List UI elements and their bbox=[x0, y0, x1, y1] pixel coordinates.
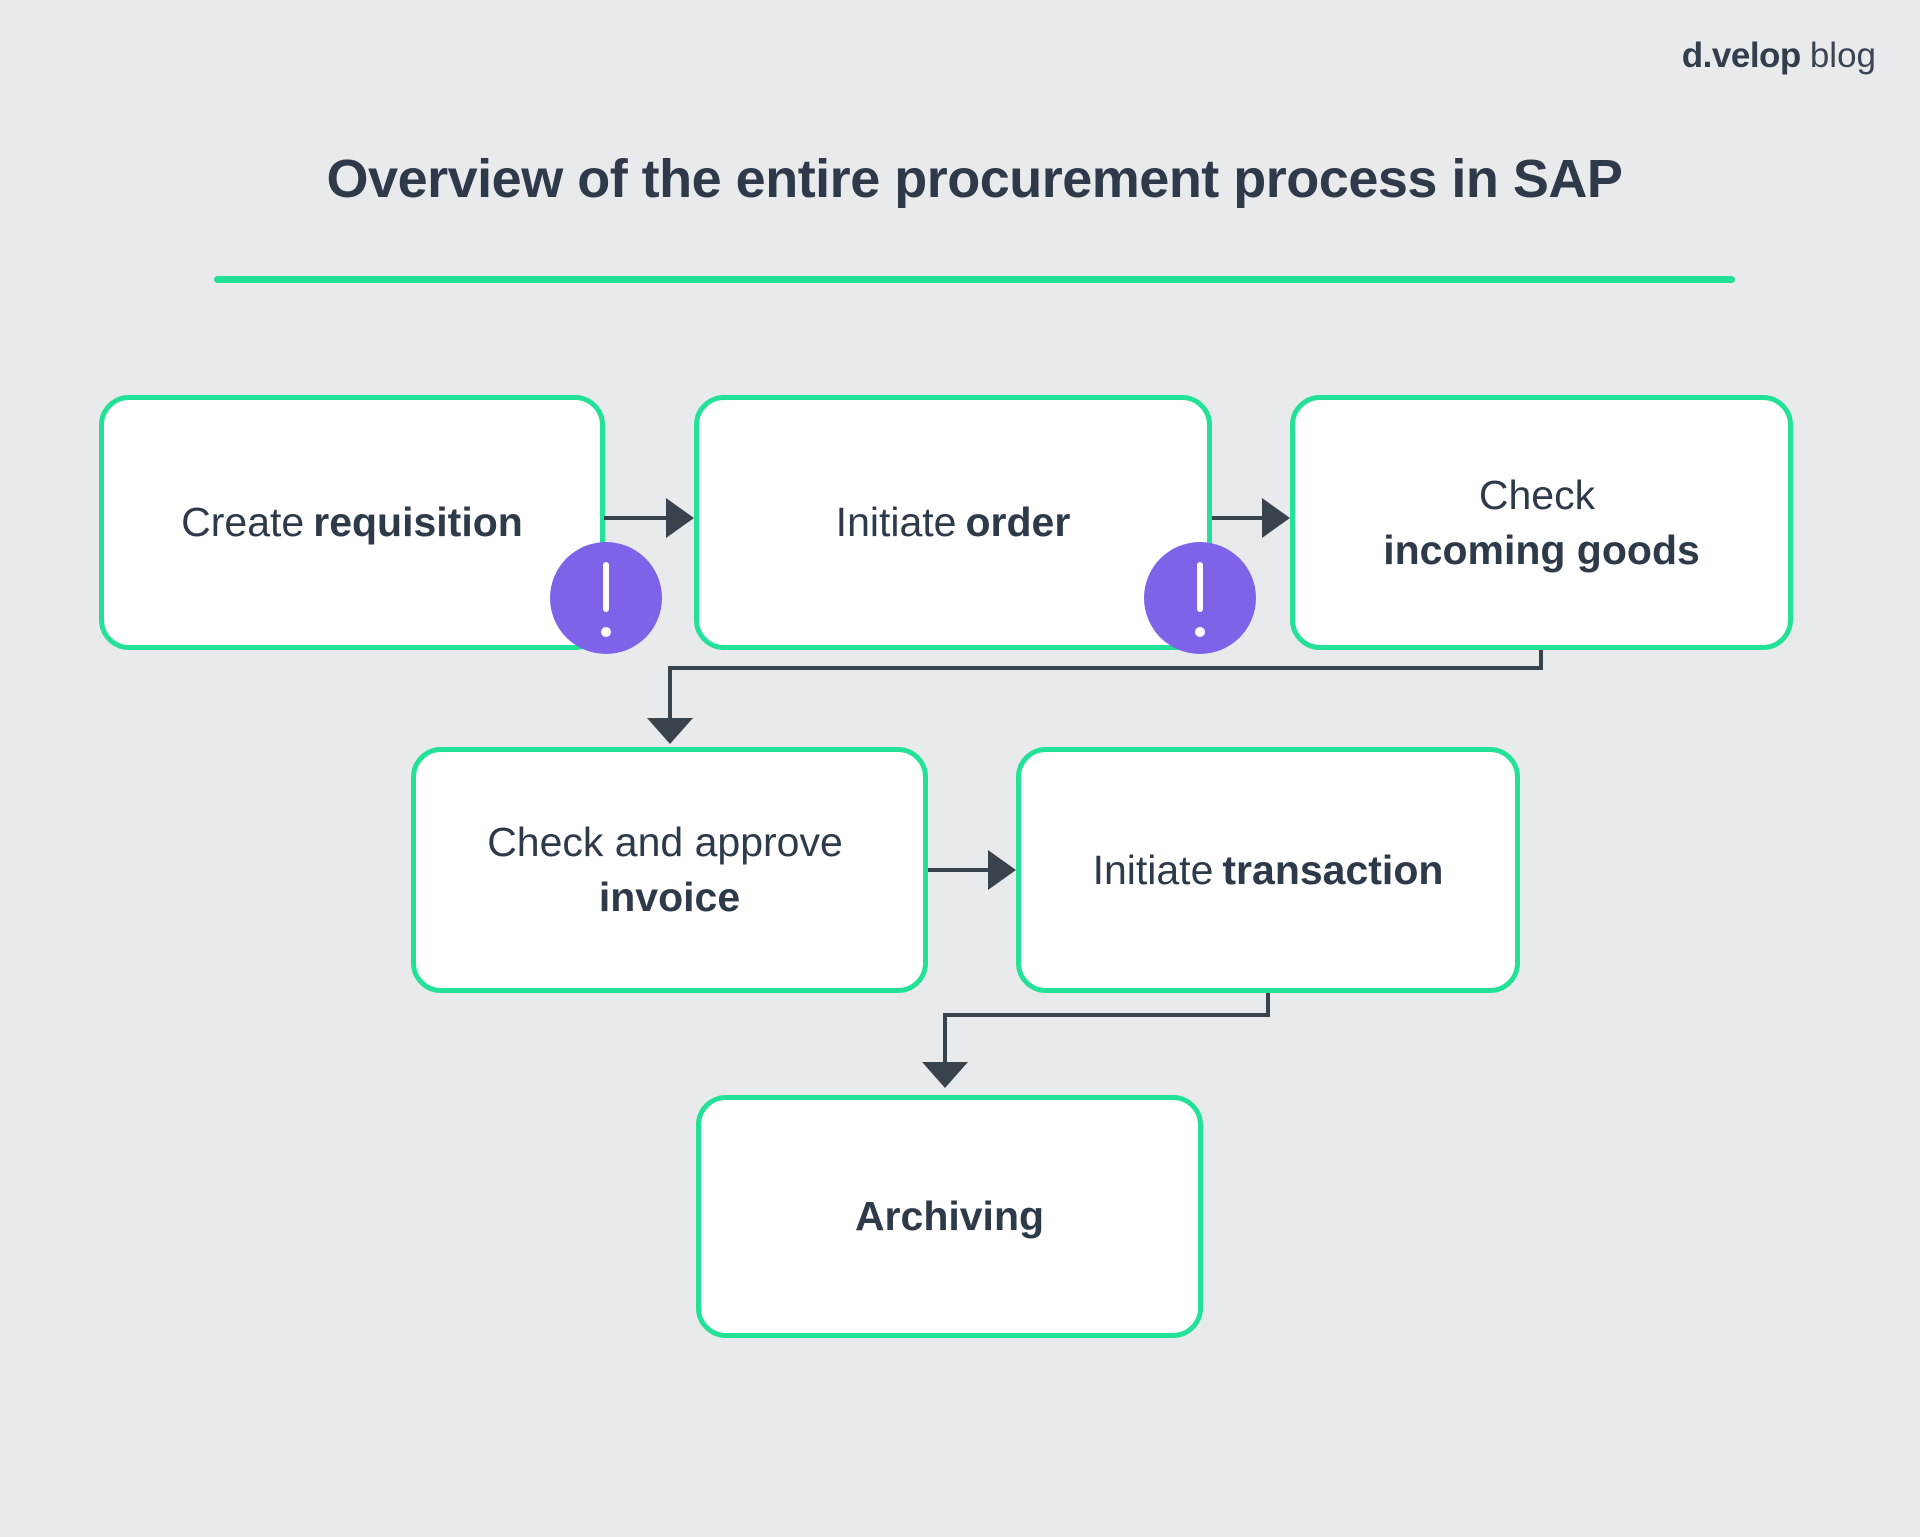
arrow-right-icon bbox=[988, 850, 1016, 890]
exclamation-icon bbox=[603, 562, 609, 612]
alert-badge bbox=[1144, 542, 1256, 654]
arrow-right-icon bbox=[666, 498, 694, 538]
connector-goods-to-invoice-segment bbox=[1539, 650, 1543, 669]
connector-goods-to-invoice-segment bbox=[668, 666, 1543, 670]
arrow-line-order-to-goods bbox=[1212, 516, 1262, 520]
box-label: Archiving bbox=[854, 1193, 1045, 1239]
box-label-line-1: Check and approve bbox=[487, 819, 843, 865]
page-title: Overview of the entire procurement proce… bbox=[326, 149, 1623, 209]
flow-box-check-incoming-goods: Check incoming goods bbox=[1290, 395, 1793, 650]
connector-goods-to-invoice-segment bbox=[668, 666, 672, 719]
connector-transaction-to-archiving-segment bbox=[943, 1013, 947, 1063]
title-underline bbox=[214, 276, 1735, 283]
arrow-line-invoice-to-transaction bbox=[928, 868, 988, 872]
connector-transaction-to-archiving-segment bbox=[943, 1013, 1270, 1017]
box-label-line-1: Check bbox=[1478, 471, 1596, 518]
arrow-line-requisition-to-order bbox=[604, 516, 666, 520]
alert-badge bbox=[550, 542, 662, 654]
flow-box-archiving: Archiving bbox=[696, 1095, 1203, 1338]
flow-box-check-approve-invoice: Check and approve invoice bbox=[411, 747, 928, 993]
exclamation-dot bbox=[601, 627, 611, 637]
exclamation-dot bbox=[1195, 627, 1205, 637]
arrow-down-icon bbox=[647, 718, 693, 744]
logo-suffix-text: blog bbox=[1809, 36, 1876, 75]
logo-brand-text: d.velop bbox=[1681, 36, 1802, 75]
box-label-line-2: incoming goods bbox=[1383, 526, 1700, 573]
connector-transaction-to-archiving-segment bbox=[1266, 993, 1270, 1016]
arrow-right-icon bbox=[1262, 498, 1290, 538]
exclamation-icon bbox=[1197, 562, 1203, 612]
box-label-line-2: invoice bbox=[598, 874, 741, 920]
arrow-down-icon bbox=[922, 1062, 968, 1088]
